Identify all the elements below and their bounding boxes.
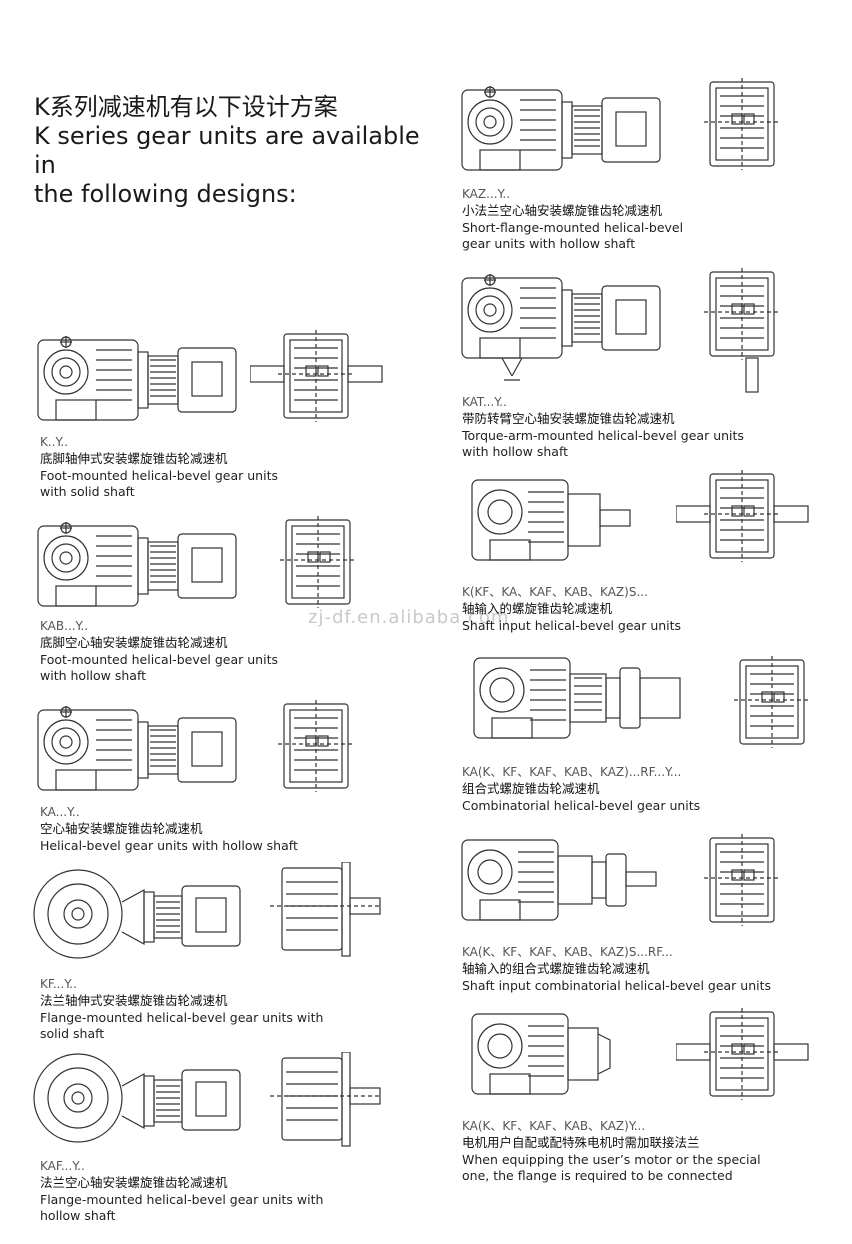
design-name-cn: 法兰轴伸式安装螺旋锥齿轮减速机 — [40, 993, 228, 1008]
design-name-en-2: hollow shaft — [40, 1208, 116, 1223]
design-code: KAT...Y.. — [462, 395, 507, 409]
design-item-kay: KA(K、KF、KAF、KAB、KAZ)Y... 电机用户自配或配特殊电机时需加… — [462, 1118, 842, 1184]
design-name-en-2: gear units with hollow shaft — [462, 236, 636, 251]
design-item-ksrf: KA(K、KF、KAF、KAB、KAZ)S...RF... 轴输入的组合式螺旋锥… — [462, 944, 842, 994]
design-name-en: Combinatorial helical-bevel gear units — [462, 798, 701, 813]
drawing-ksrf-side — [460, 830, 660, 930]
design-name-en: Foot-mounted helical-bevel gear units — [40, 468, 278, 483]
design-code: KA(K、KF、KAF、KAB、KAZ)S...RF... — [462, 945, 673, 959]
design-item-kat: KAT...Y.. 带防转臂空心轴安装螺旋锥齿轮减速机 Torque-arm-m… — [462, 394, 842, 460]
drawing-karf-end — [706, 656, 816, 752]
design-name-en-2: with hollow shaft — [462, 444, 569, 459]
design-name-en-2: with solid shaft — [40, 484, 135, 499]
design-item-kf: KF...Y.. 法兰轴伸式安装螺旋锥齿轮减速机 Flange-mounted … — [40, 976, 440, 1042]
drawing-ka-end — [250, 700, 360, 796]
design-item-ka: KA...Y.. 空心轴安装螺旋锥齿轮减速机 Helical-bevel gea… — [40, 804, 440, 854]
drawing-kf-side — [32, 862, 244, 966]
drawing-kaf-end — [270, 1052, 384, 1148]
drawing-ks-side — [470, 470, 640, 570]
design-code: KA(K、KF、KAF、KAB、KAZ)Y... — [462, 1119, 646, 1133]
design-code: KAZ...Y.. — [462, 187, 511, 201]
design-code: KA(K、KF、KAF、KAB、KAZ)...RF...Y... — [462, 765, 682, 779]
design-item-kaf: KAF...Y.. 法兰空心轴安装螺旋锥齿轮减速机 Flange-mounted… — [40, 1158, 440, 1224]
drawing-ksrf-end — [676, 834, 786, 930]
drawing-kay-side — [470, 1004, 620, 1104]
drawing-kaf-side — [32, 1046, 244, 1150]
design-name-cn: 法兰空心轴安装螺旋锥齿轮减速机 — [40, 1175, 228, 1190]
drawing-kat-end — [676, 268, 786, 398]
design-name-en-2: with hollow shaft — [40, 668, 147, 683]
design-name-en: Shaft input combinatorial helical-bevel … — [462, 978, 772, 993]
design-item-kab: KAB...Y.. 底脚空心轴安装螺旋锥齿轮减速机 Foot-mounted h… — [40, 618, 440, 684]
design-name-en: Shaft input helical-bevel gear units — [462, 618, 682, 633]
drawing-k-end — [250, 330, 386, 426]
design-name-cn: 空心轴安装螺旋锥齿轮减速机 — [40, 821, 203, 836]
design-name-en: Helical-bevel gear units with hollow sha… — [40, 838, 298, 853]
drawing-kab-end — [252, 516, 362, 612]
design-code: K(KF、KA、KAF、KAB、KAZ)S... — [462, 585, 648, 599]
design-name-cn: 带防转臂空心轴安装螺旋锥齿轮减速机 — [462, 411, 675, 426]
page-title: K系列减速机有以下设计方案 K series gear units are av… — [34, 92, 434, 209]
design-item-k: K..Y.. 底脚轴伸式安装螺旋锥齿轮减速机 Foot-mounted heli… — [40, 434, 440, 500]
drawing-kat-side — [460, 268, 670, 386]
design-name-cn: 底脚空心轴安装螺旋锥齿轮减速机 — [40, 635, 228, 650]
design-item-karf: KA(K、KF、KAF、KAB、KAZ)...RF...Y... 组合式螺旋锥齿… — [462, 764, 842, 814]
title-english-line2: the following designs: — [34, 180, 297, 208]
title-english-line1: K series gear units are available in — [34, 122, 420, 179]
design-name-en-2: one, the flange is required to be connec… — [462, 1168, 733, 1183]
drawing-kay-end — [676, 1008, 812, 1104]
design-name-cn: 电机用户自配或配特殊电机时需加联接法兰 — [462, 1135, 700, 1150]
drawing-kaz-end — [676, 78, 786, 174]
design-name-cn: 小法兰空心轴安装螺旋锥齿轮减速机 — [462, 203, 663, 218]
design-name-en: Foot-mounted helical-bevel gear units — [40, 652, 278, 667]
design-name-en-2: solid shaft — [40, 1026, 105, 1041]
design-item-ks: K(KF、KA、KAF、KAB、KAZ)S... 轴输入的螺旋锥齿轮减速机 Sh… — [462, 584, 842, 634]
title-chinese: K系列减速机有以下设计方案 — [34, 93, 338, 121]
drawing-ka-side — [36, 700, 246, 800]
drawing-kab-side — [36, 516, 246, 616]
design-code: K..Y.. — [40, 435, 69, 449]
design-name-cn: 轴输入的螺旋锥齿轮减速机 — [462, 601, 613, 616]
design-code: KF...Y.. — [40, 977, 77, 991]
design-name-en: Flange-mounted helical-bevel gear units … — [40, 1010, 324, 1025]
design-item-kaz: KAZ...Y.. 小法兰空心轴安装螺旋锥齿轮减速机 Short-flange-… — [462, 186, 842, 252]
design-name-cn: 轴输入的组合式螺旋锥齿轮减速机 — [462, 961, 650, 976]
drawing-k-side — [36, 330, 246, 430]
design-name-en: When equipping the user’s motor or the s… — [462, 1152, 761, 1167]
design-name-cn: 组合式螺旋锥齿轮减速机 — [462, 781, 600, 796]
watermark: zj-df.en.alibaba.com — [308, 607, 510, 628]
drawing-karf-side — [460, 648, 696, 748]
design-name-en: Short-flange-mounted helical-bevel — [462, 220, 684, 235]
design-name-en: Flange-mounted helical-bevel gear units … — [40, 1192, 324, 1207]
design-code: KAF...Y.. — [40, 1159, 85, 1173]
drawing-ks-end — [676, 470, 812, 566]
design-name-en: Torque-arm-mounted helical-bevel gear un… — [462, 428, 744, 443]
design-name-cn: 底脚轴伸式安装螺旋锥齿轮减速机 — [40, 451, 228, 466]
drawing-kaz-side — [460, 80, 670, 180]
design-code: KA...Y.. — [40, 805, 80, 819]
design-code: KAB...Y.. — [40, 619, 89, 633]
drawing-kf-end — [270, 862, 384, 958]
